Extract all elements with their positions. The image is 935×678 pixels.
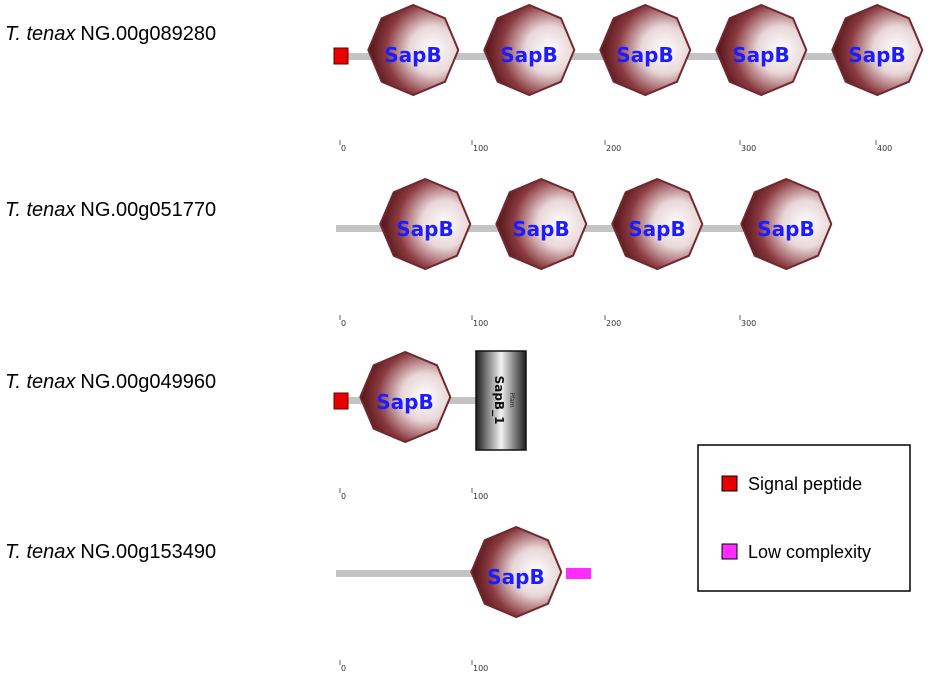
gene-id: NG.00g089280: [80, 23, 216, 45]
domain-label: SapB: [732, 43, 789, 67]
scale-axis: 0 100 200 300 400: [339, 140, 892, 153]
domain-label: SapB: [848, 43, 905, 67]
domain-label: SapB: [487, 565, 544, 589]
scale-axis: 0 100: [339, 488, 488, 501]
domain-sapb: SapB: [715, 3, 808, 97]
domain-label: SapB: [396, 217, 453, 241]
domain-sapb: SapB: [599, 3, 692, 97]
domain-sapb: SapB: [367, 3, 460, 97]
tick-label: 0: [341, 492, 346, 501]
legend-label: Low complexity: [748, 542, 871, 562]
gene-id: NG.00g153490: [80, 541, 216, 563]
species-name: T. tenax: [5, 199, 76, 221]
legend-label: Signal peptide: [748, 474, 862, 494]
domain-sapb: SapB: [740, 177, 833, 271]
species-name: T. tenax: [5, 371, 76, 393]
domain-sapb: SapB: [495, 177, 588, 271]
legend-swatch: [721, 543, 738, 560]
pfam-name-label: SapB_1: [491, 376, 506, 425]
domain-sapb: SapB: [359, 350, 452, 444]
species-name: T. tenax: [5, 541, 76, 563]
tick-label: 400: [877, 144, 892, 153]
domain-sapb: SapB: [483, 3, 576, 97]
domain-label: SapB: [757, 217, 814, 241]
domain-sapb: SapB: [831, 3, 924, 97]
signal-peptide: [333, 47, 349, 65]
tick-label: 100: [473, 492, 488, 501]
tick-label: 100: [473, 664, 488, 673]
domain-label: SapB: [376, 390, 433, 414]
tick-label: 200: [606, 319, 621, 328]
tick-label: 0: [341, 144, 346, 153]
domain-sapb: SapB: [379, 177, 472, 271]
domain-sapb: SapB: [470, 525, 563, 619]
tick-label: 300: [741, 319, 756, 328]
legend-swatch: [721, 475, 738, 492]
legend-item-low-complexity: Low complexity: [721, 542, 871, 562]
scale-axis: 0 100 200 300: [339, 315, 756, 328]
tick-label: 0: [341, 664, 346, 673]
low-complexity-region: [566, 568, 591, 579]
domain-label: SapB: [628, 217, 685, 241]
tick-label: 100: [473, 319, 488, 328]
gene-id: NG.00g049960: [80, 371, 216, 393]
legend-item-signal-peptide: Signal peptide: [721, 474, 862, 494]
domain-label: SapB: [384, 43, 441, 67]
domain-label: SapB: [512, 217, 569, 241]
gene-id: NG.00g051770: [80, 199, 216, 221]
domain-label: SapB: [500, 43, 557, 67]
domain-sapb: SapB: [611, 177, 704, 271]
tick-label: 0: [341, 319, 346, 328]
domain-label: SapB: [616, 43, 673, 67]
backbone: [336, 570, 496, 577]
legend: Signal peptide Low complexity: [697, 444, 911, 592]
scale-axis: 0 100: [339, 660, 488, 673]
tick-label: 200: [606, 144, 621, 153]
tick-label: 300: [741, 144, 756, 153]
signal-peptide: [333, 392, 349, 410]
pfam-source-label: Pfam: [508, 392, 515, 407]
pfam-sapb1-domain: Pfam SapB_1: [475, 350, 527, 451]
species-name: T. tenax: [5, 23, 76, 45]
tick-label: 100: [473, 144, 488, 153]
